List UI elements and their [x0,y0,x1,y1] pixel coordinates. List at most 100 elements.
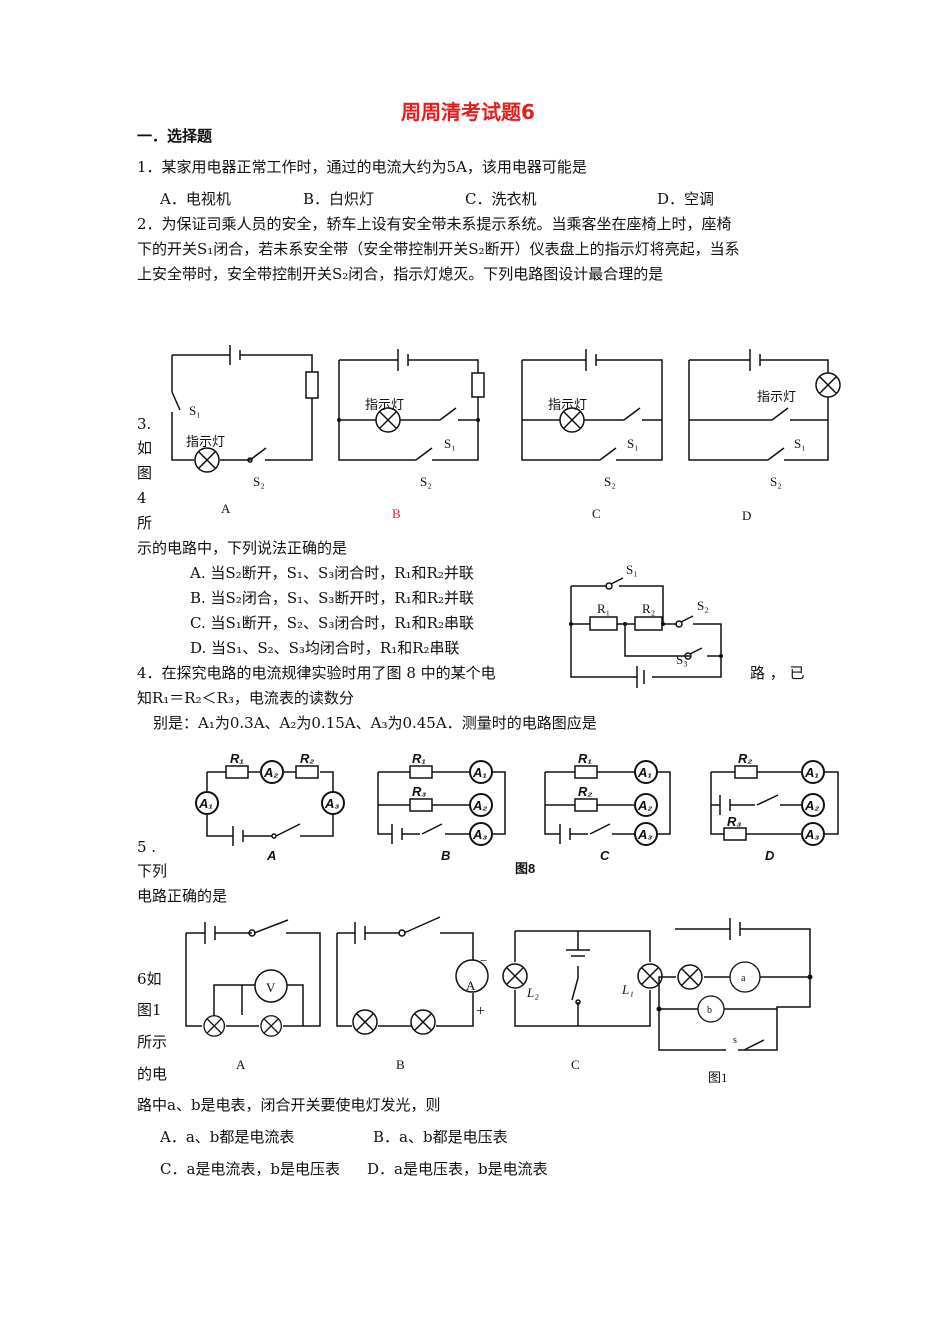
circuit-label: S₁ [626,562,638,577]
circuit-label: C [592,506,601,521]
q6-option-b: B．a、b都是电压表 [373,1128,508,1146]
circuit-label: R₃ [727,814,741,829]
q2-line: 2．为保证司乘人员的安全，轿车上设有安全带未系提示系统。当乘客坐在座椅上时，座椅 [137,215,732,233]
q3-prefix: 所 [137,514,153,532]
circuit-label: A₃ [637,827,652,842]
circuit-label: L₂ [526,985,539,1000]
circuit-label: s [733,1035,737,1046]
q6-prefix: 的电 [137,1065,168,1083]
q6-stem: 路中a、b是电表，闭合开关要使电灯发光，则 [137,1096,441,1114]
q2-line: 下的开关S₁闭合，若未系安全带（安全带控制开关S₂断开）仪表盘上的指示灯将亮起，… [137,240,740,258]
circuit-label: 指示灯 [365,397,404,412]
circuit-label: A₁ [472,765,487,780]
circuit-label: R₁ [597,601,610,616]
circuit-label: S₂ [697,598,709,613]
q3-option-c: C. 当S₁断开，S₂、S₃闭合时，R₁和R₂串联 [190,614,474,632]
circuit-label: A₃ [324,796,339,811]
circuit-label: R₁ [230,751,244,766]
circuit-label: A [221,501,231,516]
circuit-label: A₃ [472,827,487,842]
q3-option-a: A. 当S₂断开，S₁、S₃闭合时，R₁和R₂并联 [190,564,474,582]
q3-prefix: 3. [137,415,152,433]
q6-prefix: 图1 [137,1001,162,1019]
circuit-label: a [741,973,746,984]
circuit-label: S₁ [627,436,639,451]
circuit-label: S₂ [770,474,782,489]
circuit-label: S₂ [420,474,432,489]
circuit-label: S₁ [444,436,456,451]
circuit-label: b [707,1005,712,1016]
circuit-label: 指示灯 [757,389,796,404]
circuit-label: R₁ [412,751,426,766]
circuit-label: C [600,848,610,863]
q3-option-b: B. 当S₂闭合，S₁、S₃断开时，R₁和R₂并联 [190,589,475,607]
circuit-label: A₃ [804,827,819,842]
circuit-label: B [396,1057,405,1072]
circuit-label: C [571,1057,580,1072]
q6-prefix: 6如 [137,970,162,988]
circuit-label: D [765,848,775,863]
q6-circuit: a b s 图1 [656,918,813,1085]
circuit-label: A₁ [637,765,652,780]
circuit-label: 指示灯 [548,397,587,412]
circuit-label: S₂ [604,474,616,489]
q5-prefix: 下列 [137,862,168,880]
figure-8-caption: 图8 [515,861,535,876]
circuit-label: B [392,506,401,521]
circuit-label: 指示灯 [186,434,225,449]
q3-circuit: S₁ S₂ S₃ R₁ R₂ [569,562,723,688]
circuit-label: A [236,1057,246,1072]
circuit-label: A [266,848,276,863]
circuit-label: − [480,953,487,968]
circuit-label: A₂ [472,798,487,813]
q2-circuit-d: 指示灯 S₁ S₂ D [688,349,841,523]
circuit-label: + [476,1003,485,1020]
circuit-label: 图1 [708,1070,728,1085]
circuit-label: A₂ [263,765,278,780]
q3-stem: 示的电路中，下列说法正确的是 [137,539,348,557]
q6-option-a: A．a、b都是电流表 [160,1128,295,1146]
circuit-label: S₂ [253,474,265,489]
q2-circuit-c: 指示灯 S₁ S₂ C [521,349,663,521]
circuit-label: A [466,978,476,993]
circuit-label: S₃ [676,652,688,667]
q3-prefix: 4 [137,489,147,507]
q4-circuit-b: A₁ A₂ A₃ R₁ R₃ B [377,751,506,863]
q4-line: 别是：A₁为0.3A、A₂为0.15A、A₃为0.45A．测量时的电路图应是 [153,714,597,732]
q1-option-c: C．洗衣机 [465,190,537,208]
q1-option-a: A．电视机 [160,190,231,208]
q1-option-d: D．空调 [657,190,715,208]
circuit-label: A₁ [198,796,213,811]
circuit-label: A₂ [804,798,819,813]
q6-prefix: 所示 [137,1033,168,1051]
circuit-label: B [441,848,450,863]
q2-line: 上安全带时，安全带控制开关S₂闭合，指示灯熄灭。下列电路图设计最合理的是 [137,265,664,283]
circuit-label: S₁ [189,403,201,418]
page-title: 周周清考试题6 [401,100,535,124]
circuit-label: S₁ [794,436,806,451]
circuit-label: V [266,980,276,995]
q3-prefix: 如 [137,439,153,457]
section-heading: 一．选择题 [137,127,213,145]
circuit-label: A₂ [637,798,652,813]
circuit-label: R₂ [578,784,592,799]
circuit-label: L₁ [621,982,634,997]
q4-line-end: 路 ， 已 [750,664,805,682]
q2-circuit-b: 指示灯 S₁ S₂ B [337,349,485,521]
q1-option-b: B．白炽灯 [303,190,375,208]
q4-line: 知R₁＝R₂＜R₃，电流表的读数分 [137,689,354,707]
q6-option-d: D．a是电压表，b是电流表 [367,1160,548,1178]
q5-circuit-a: V A [185,919,321,1072]
circuit-label: R₃ [412,784,426,799]
q1-stem: 1．某家用电器正常工作时，通过的电流大约为5A，该用电器可能是 [137,158,587,176]
circuit-label: R₂ [642,601,655,616]
q3-option-d: D. 当S₁、S₂、S₃均闭合时，R₁和R₂串联 [190,639,460,657]
q5-circuit-b: A − + B [336,916,489,1072]
q2-circuit-a: S₁ 指示灯 S₂ A [171,345,319,516]
q5-prefix: 5 . [137,838,157,856]
circuit-label: D [742,508,751,523]
